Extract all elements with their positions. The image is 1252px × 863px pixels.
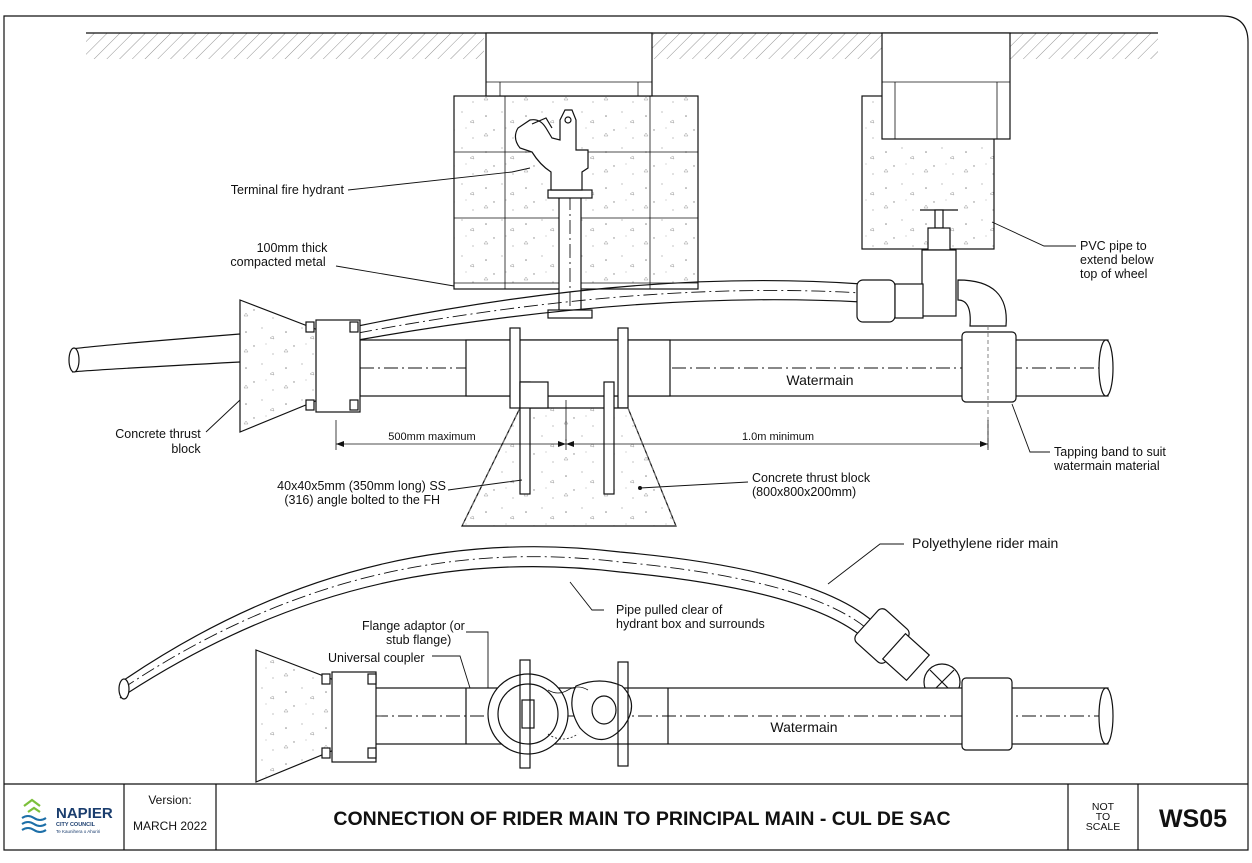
org-name: NAPIER [56,805,113,822]
dimension-lines [335,400,989,450]
label-rider-main: Polyethylene rider main [912,535,1058,551]
watermain-upper [359,326,1114,448]
label-dim-500mm: 500mm maximum [388,431,475,443]
label-pipe-pulled-line1: Pipe pulled clear of [616,603,723,617]
label-metal-line1: 100mm thick [257,241,329,255]
thrust-block-left [239,299,361,433]
drawing-number: WS05 [1159,805,1227,833]
fire-hydrant [514,109,593,319]
label-pvc-line2: extend below [1080,253,1155,267]
label-terminal-fire-hydrant: Terminal fire hydrant [231,183,345,197]
gate-valve [920,209,1007,327]
label-tapping-line1: Tapping band to suit [1054,445,1166,459]
thrust-block-hydrant [461,381,677,527]
version-value: MARCH 2022 [133,819,207,833]
label-thrust-left-line2: block [171,442,201,456]
label-angle-line1: 40x40x5mm (350mm long) SS [277,479,446,493]
label-tapping-line2: watermain material [1053,459,1160,473]
rider-main-upper [68,279,924,373]
label-dim-1m: 1.0m minimum [742,431,814,443]
org-motto: Te Kaunihera o Ahuriri [56,829,100,834]
label-flange-line2: stub flange) [386,633,451,647]
label-thrust-left-line1: Concrete thrust [115,427,201,441]
label-flange-line1: Flange adaptor (or [362,619,465,633]
label-pvc-line3: top of wheel [1080,267,1147,281]
thrust-block-lower [255,649,377,783]
label-universal-coupler: Universal coupler [328,651,425,665]
watermain-lower [373,677,1114,751]
hydrant-plan-view [487,659,633,769]
label-angle-line2: (316) angle bolted to the FH [284,493,440,507]
label-thrust-block-line2: (800x800x200mm) [752,485,856,499]
label-pvc-line1: PVC pipe to [1080,239,1147,253]
leader-lines [205,167,1076,689]
label-metal-line2: compacted metal [230,255,325,269]
scale-note-line3: SCALE [1086,821,1120,833]
label-watermain-lower: Watermain [770,719,837,735]
napier-logo-icon [21,798,47,833]
scale-note-line2: TO [1096,811,1110,823]
label-watermain-upper: Watermain [786,372,853,388]
label-thrust-block-line1: Concrete thrust block [752,471,871,485]
scale-note-line1: NOT [1092,801,1115,813]
version-label: Version: [148,793,191,807]
drawing-title: CONNECTION OF RIDER MAIN TO PRINCIPAL MA… [333,808,950,830]
label-pipe-pulled-line2: hydrant box and surrounds [616,617,765,631]
sheet-frame [3,15,1249,851]
valve-box-surround [861,32,1011,250]
title-block [4,783,1248,850]
ground-surface [86,32,1158,59]
org-subname: CITY COUNCIL [56,822,96,828]
